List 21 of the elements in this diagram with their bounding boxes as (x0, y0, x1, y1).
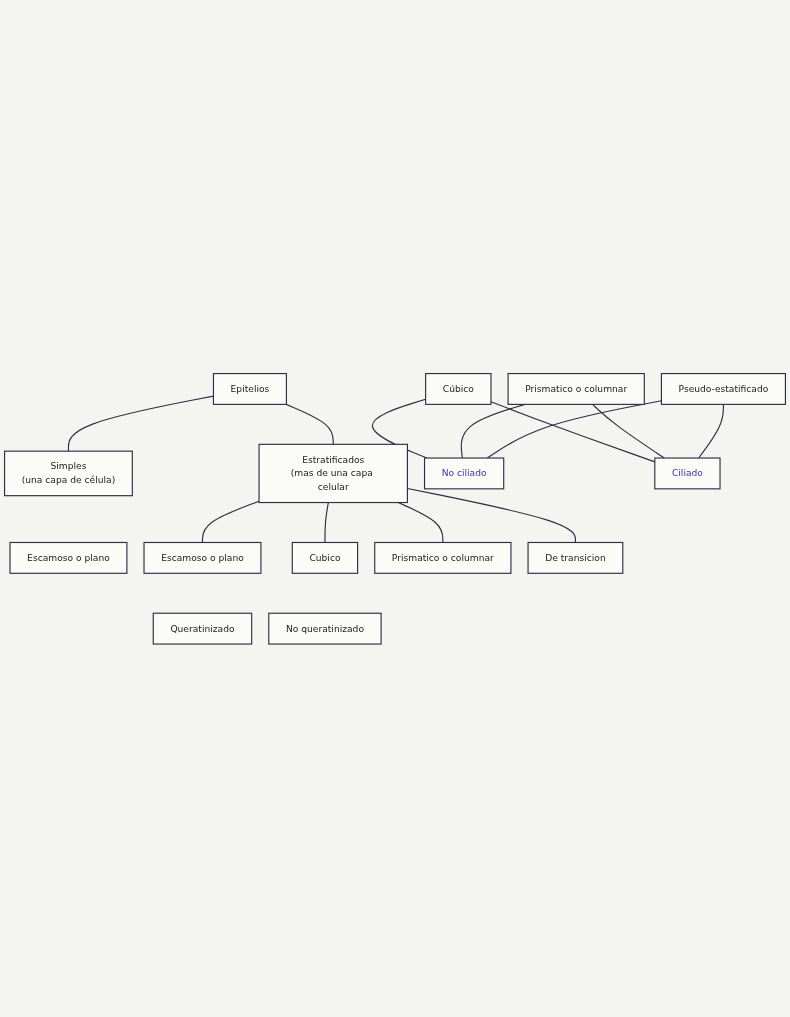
connector (592, 403, 665, 459)
node-box: No queratinizado (268, 612, 382, 645)
node-box: Cúbico (425, 372, 492, 405)
node-box: Prismatico o columnar (507, 372, 645, 405)
node-box: Simples (una capa de célula) (4, 450, 133, 496)
connector (397, 501, 444, 543)
connector (324, 501, 329, 543)
node-box: De transicion (527, 541, 624, 574)
node-box: Queratinizado (152, 612, 253, 645)
node-box: Epitelios (212, 372, 287, 405)
node-box: Escamoso o plano (9, 541, 128, 574)
node-box: Estratificados (mas de una capa celular (258, 443, 408, 503)
node-box: Prismatico o columnar (374, 541, 512, 574)
connector (698, 403, 724, 459)
connector (285, 403, 334, 445)
node-box: Escamoso o plano (143, 541, 262, 574)
node-box: Pseudo-estatificado (660, 372, 786, 405)
node-box: Cubico (291, 541, 359, 574)
node-box: Ciliado (654, 457, 721, 490)
connector (201, 500, 260, 543)
node-box: No ciliado (423, 457, 505, 490)
